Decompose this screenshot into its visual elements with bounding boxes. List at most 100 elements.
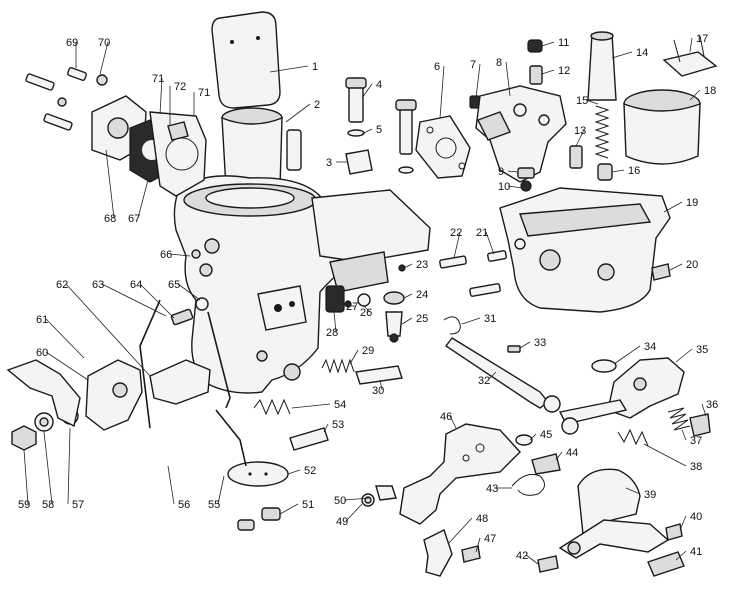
part-label-16: 16: [628, 165, 640, 177]
leader-line-22: [453, 231, 461, 259]
leader-line-55: [217, 475, 225, 505]
leader-line-12: [541, 69, 555, 75]
leader-line-32: [487, 371, 497, 381]
part-label-37: 37: [690, 435, 702, 447]
part-label-39: 39: [644, 489, 656, 501]
needle-housing: [325, 285, 345, 313]
throttle-plate: [227, 461, 289, 487]
leader-line-56: [167, 465, 175, 505]
leader-line-44: [555, 451, 563, 461]
part-label-50: 50: [334, 495, 346, 507]
part-label-72: 72: [174, 81, 186, 93]
part-label-35: 35: [696, 344, 708, 356]
part-label-34: 34: [644, 341, 656, 353]
part-label-6: 6: [434, 61, 440, 73]
part-label-25: 25: [416, 313, 428, 325]
part-label-63: 63: [92, 279, 104, 291]
part-label-2: 2: [314, 99, 320, 111]
leader-line-47: [475, 537, 481, 553]
leader-line-21: [485, 231, 495, 255]
part-label-42: 42: [516, 550, 528, 562]
part-label-40: 40: [690, 511, 702, 523]
top-cover-plate: [211, 11, 281, 109]
part-label-56: 56: [178, 499, 190, 511]
part-label-71: 71: [152, 73, 164, 85]
float-bowl: [499, 187, 671, 313]
leader-line-28: [333, 311, 337, 333]
leader-line-39: [625, 487, 641, 495]
leader-line-20: [669, 263, 683, 271]
part-label-58: 58: [42, 499, 54, 511]
part-label-41: 41: [690, 546, 702, 558]
part-label-66: 66: [160, 249, 172, 261]
leader-line-15: [585, 99, 599, 105]
part-label-23: 23: [416, 259, 428, 271]
part-label-17: 17: [696, 33, 708, 45]
accelerator-pump-piston: [587, 33, 617, 101]
part-label-48: 48: [476, 513, 488, 525]
leader-line-17: [689, 37, 693, 53]
body-side-arm: [311, 189, 431, 263]
part-label-24: 24: [416, 289, 428, 301]
part-label-44: 44: [566, 447, 578, 459]
gasket-6: [415, 115, 471, 179]
leader-line-67: [137, 179, 149, 219]
leader-line-71: [159, 77, 163, 115]
part-label-22: 22: [450, 227, 462, 239]
leader-line-57: [67, 427, 71, 505]
leader-lines: [23, 37, 707, 565]
leader-line-62: [65, 283, 151, 377]
lever-60: [85, 359, 143, 431]
part-label-52: 52: [304, 465, 316, 477]
leader-line-61: [45, 318, 85, 359]
leader-line-33: [519, 341, 531, 349]
part-label-31: 31: [484, 313, 496, 325]
part-label-60: 60: [36, 347, 48, 359]
part-label-8: 8: [496, 57, 502, 69]
part-label-59: 59: [18, 499, 30, 511]
float-body: [623, 102, 701, 165]
carburetor-main-body: [173, 175, 346, 394]
part-label-68: 68: [104, 213, 116, 225]
leader-line-45: [529, 433, 537, 441]
part-label-26: 26: [360, 307, 372, 319]
leader-line-65: [177, 283, 201, 301]
part-label-19: 19: [686, 197, 698, 209]
lever-39: [577, 468, 641, 546]
leader-line-5: [361, 128, 373, 135]
gasket-71: [149, 111, 207, 197]
lever-61: [6, 359, 81, 428]
leader-line-54: [291, 403, 331, 409]
leader-line-49: [345, 503, 363, 522]
part-label-5: 5: [376, 124, 382, 136]
part-label-7: 7: [470, 59, 476, 71]
leader-line-68: [105, 149, 115, 219]
leader-line-31: [461, 317, 481, 325]
leader-line-30: [379, 379, 383, 391]
leader-line-42: [525, 554, 539, 565]
leader-line-35: [675, 348, 693, 363]
bracket-46: [399, 423, 521, 525]
part-label-28: 28: [326, 327, 338, 339]
part-label-27: 27: [346, 301, 358, 313]
leader-line-19: [663, 201, 683, 213]
part-label-69: 69: [66, 37, 78, 49]
leader-line-52: [287, 469, 301, 475]
leader-line-40: [679, 515, 687, 531]
part-label-36: 36: [706, 399, 718, 411]
leader-line-14: [611, 51, 633, 59]
part-label-29: 29: [362, 345, 374, 357]
leader-line-46: [449, 415, 457, 429]
part-label-54: 54: [334, 399, 346, 411]
part-label-18: 18: [704, 85, 716, 97]
leader-line-36: [701, 403, 707, 417]
leader-line-38: [643, 443, 687, 467]
leader-line-11: [541, 41, 555, 47]
leader-line-10: [507, 185, 523, 189]
leader-line-26: [363, 305, 371, 313]
part-label-46: 46: [440, 411, 452, 423]
part-label-61: 61: [36, 314, 48, 326]
part-label-47: 47: [484, 533, 496, 545]
